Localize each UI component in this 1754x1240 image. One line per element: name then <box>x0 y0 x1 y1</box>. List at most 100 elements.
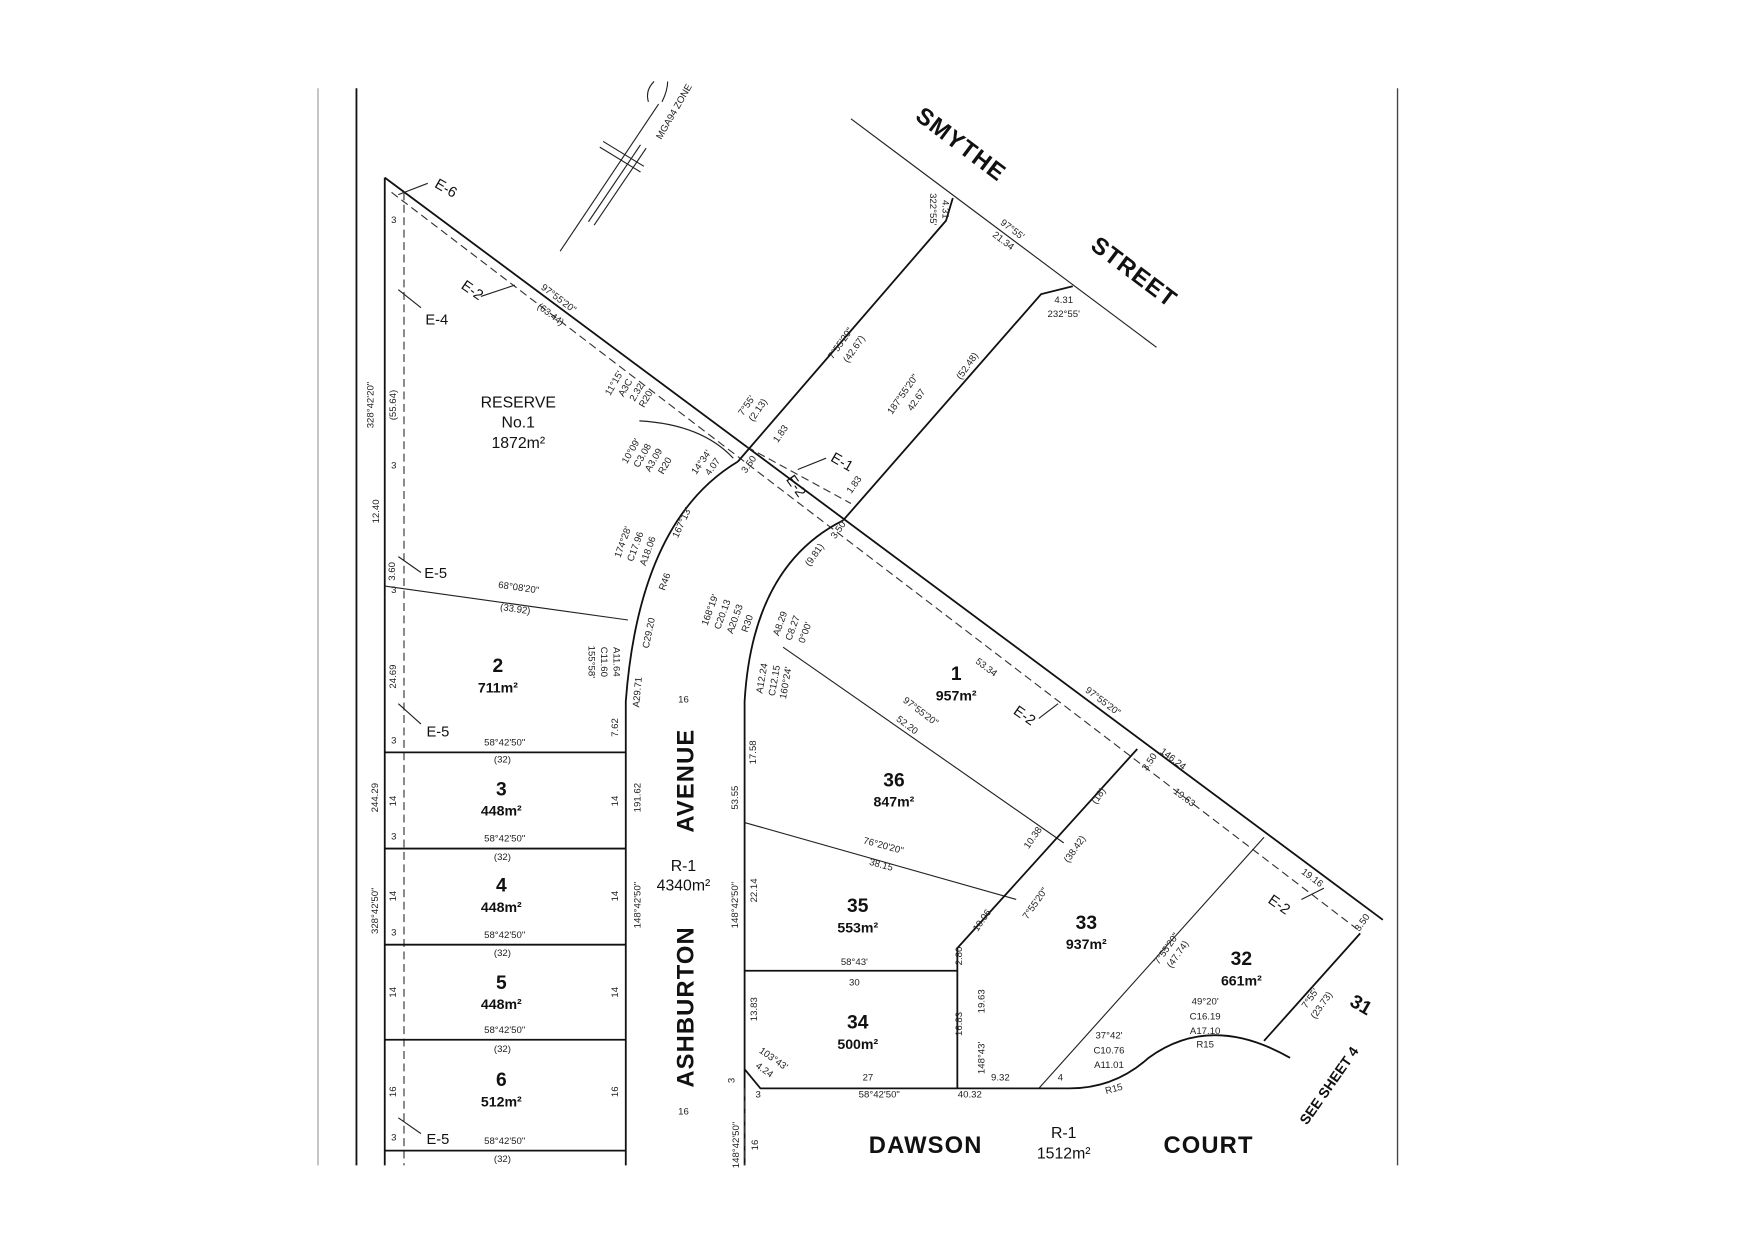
dimension-label: 7°55'20" <box>1021 886 1051 922</box>
dimension-label: 19.63 <box>1171 786 1197 809</box>
dimension-label: 12.40 <box>371 499 382 523</box>
dimension-label: C29.20 <box>641 617 658 650</box>
easement-e1-line <box>746 446 852 504</box>
dimension-label: 191.62 <box>632 783 643 812</box>
lot-area: 448m² <box>481 803 522 819</box>
dimension-label: 14 <box>610 986 621 997</box>
road-label: R-1 <box>671 858 697 875</box>
easement-label: E-2 <box>1010 703 1038 729</box>
dimension-label: (55.64) <box>388 390 399 420</box>
smythe-street-boundary <box>850 118 1157 348</box>
lot-area: 937m² <box>1066 936 1107 952</box>
easement-label: E-2 <box>1265 892 1293 918</box>
lot-number: 5 <box>496 973 507 994</box>
lot-33-west-boundary <box>956 748 1138 1089</box>
dimension-label: 3.60 <box>387 562 398 581</box>
street-name-avenue: AVENUE <box>673 729 700 833</box>
easement-label: E-4 <box>425 313 448 329</box>
dimension-label: (32) <box>494 1154 511 1165</box>
dimension-label: 40.32 <box>958 1089 982 1100</box>
dimension-label: 14 <box>388 890 399 901</box>
dimension-label: C16.19 <box>1190 1011 1221 1022</box>
dimension-label: 146.24 <box>1158 746 1189 773</box>
dimension-label: 148°42'50" <box>730 882 741 928</box>
dimension-label: 27 <box>863 1072 874 1083</box>
dimension-label: (32) <box>494 755 511 766</box>
dimension-label: R15 <box>1104 1082 1124 1097</box>
dimension-label: 3 <box>391 735 396 746</box>
dimension-label: 322°55' <box>927 193 938 226</box>
dimension-label: 4.31 <box>940 200 951 219</box>
dimension-label: 3 <box>391 215 396 226</box>
dimension-label: 1.83 <box>771 423 791 445</box>
dimension-label: 16 <box>610 1086 621 1097</box>
road-west-boundary <box>737 197 954 463</box>
dimension-label: 16 <box>678 695 689 706</box>
reserve-number: No.1 <box>502 415 536 432</box>
dimension-label: 10.06 <box>971 908 994 934</box>
dimension-label: 4 <box>1058 1072 1064 1083</box>
lot-area: 847m² <box>874 794 915 810</box>
reserve-area: 1872m² <box>491 435 545 452</box>
lot-number: 1 <box>951 664 962 685</box>
lot-number: 6 <box>496 1070 507 1091</box>
dimension-label: (32) <box>494 1044 511 1055</box>
dimension-label: 244.29 <box>370 783 381 812</box>
dimension-label: 328°42'50" <box>370 888 381 934</box>
ashburton-east-boundary <box>743 519 844 1166</box>
dimension-label: 13.83 <box>749 997 760 1021</box>
dimension-label: 16 <box>750 1140 761 1151</box>
dimension-label: 3.50 <box>1353 912 1373 934</box>
street-name-ashburton: ASHBURTON <box>673 926 700 1087</box>
dimension-label: 24.69 <box>388 665 399 689</box>
dimension-label: (33.92) <box>499 602 531 617</box>
street-name-dawson: DAWSON <box>869 1132 983 1159</box>
dimension-label: 148°43' <box>977 1041 988 1074</box>
lot-number: 34 <box>847 1012 869 1033</box>
dimension-label: 17.58 <box>748 740 759 764</box>
dimension-label: 76°20'20" <box>862 835 905 856</box>
lot-2-north-boundary <box>384 585 629 621</box>
lot-number: 36 <box>883 770 904 791</box>
lot-area: 661m² <box>1221 972 1262 988</box>
dimension-label: C12.15 <box>767 664 783 696</box>
dimension-label: 3 <box>391 928 396 939</box>
dimension-label: 16 <box>678 1106 689 1117</box>
lot-number: 3 <box>496 779 507 800</box>
dimension-label: 2.80 <box>954 947 965 966</box>
dimension-label: 167°13' <box>671 506 695 540</box>
dimension-label: 58°42'50" <box>484 1025 525 1036</box>
dimension-label: 19.16 <box>1299 867 1325 890</box>
dimension-label: 3 <box>391 1132 396 1143</box>
dimension-label: A17.10 <box>1190 1026 1220 1037</box>
dimension-label: 14 <box>388 795 399 806</box>
dimension-label: 58°42'50" <box>484 930 525 941</box>
lot-area: 711m² <box>478 679 518 695</box>
dimension-label: A11.01 <box>1094 1060 1124 1071</box>
dimension-label: 53.34 <box>973 656 999 680</box>
dimension-label: 14 <box>610 795 621 806</box>
dimension-label: A29.71 <box>631 677 645 708</box>
easement-e2-line <box>391 191 1362 933</box>
dimension-label: 4.31 <box>1054 295 1073 306</box>
road-area: 4340m² <box>657 877 711 894</box>
lot-36-35-boundary <box>744 821 1017 900</box>
dimension-label: R46 <box>657 572 673 592</box>
dimension-label: 49°20' <box>1192 997 1219 1008</box>
lot-area: 512m² <box>481 1093 522 1109</box>
dimension-label: 68°08'20" <box>497 580 539 597</box>
dimension-label: 14 <box>610 890 621 901</box>
easement-label: E-1 <box>828 450 856 475</box>
reserve-title: RESERVE <box>481 394 556 411</box>
lot-number: 32 <box>1231 949 1252 970</box>
easement-label: E-5 <box>424 566 447 582</box>
dimension-label: 58°42'50" <box>859 1089 900 1100</box>
easement-label: E-6 <box>432 176 460 201</box>
dawson-court-boundary <box>743 1034 1291 1090</box>
dimension-label: 3 <box>726 1078 737 1083</box>
dimension-label: 30 <box>849 977 860 988</box>
lot-number: 35 <box>847 896 869 917</box>
road-label: R-1 <box>1051 1125 1077 1142</box>
